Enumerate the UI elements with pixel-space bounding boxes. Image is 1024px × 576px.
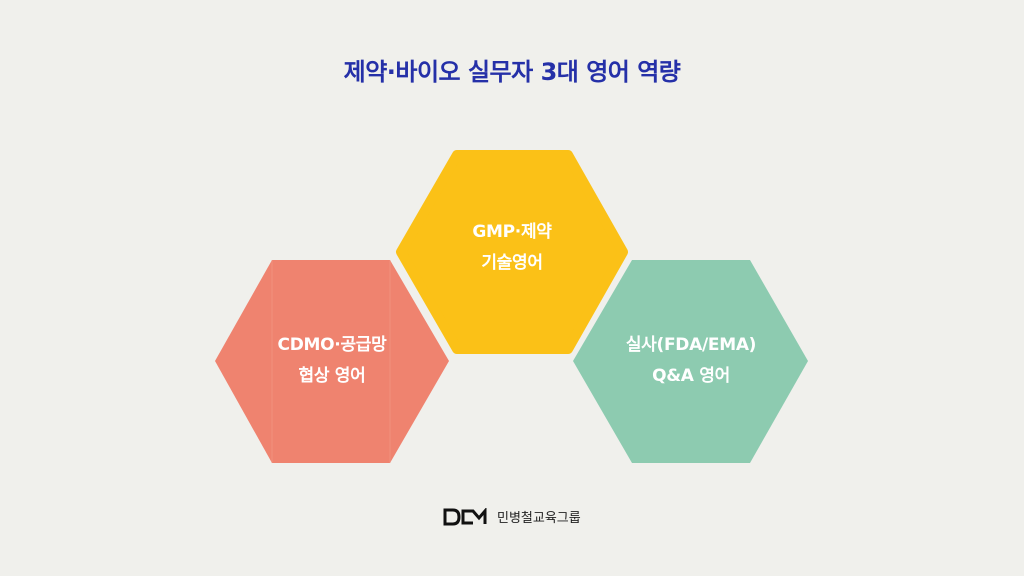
dcm-logo-icon <box>443 507 487 525</box>
hexagon-cdmo-label: CDMO·공급망 협상 영어 <box>277 335 387 386</box>
hexagon-gmp-label: GMP·제약 기술영어 <box>472 222 552 273</box>
hexagon-gmp <box>396 150 628 354</box>
hexagon-audit <box>573 260 808 463</box>
brand-name: 민병철교육그룹 <box>497 511 581 526</box>
hexagon-audit-label: 실사(FDA/EMA) Q&A 영어 <box>625 335 757 386</box>
page-title: 제약·바이오 실무자 3대 영어 역량 <box>343 58 681 86</box>
footer-brand: 민병철교육그룹 <box>443 507 581 526</box>
